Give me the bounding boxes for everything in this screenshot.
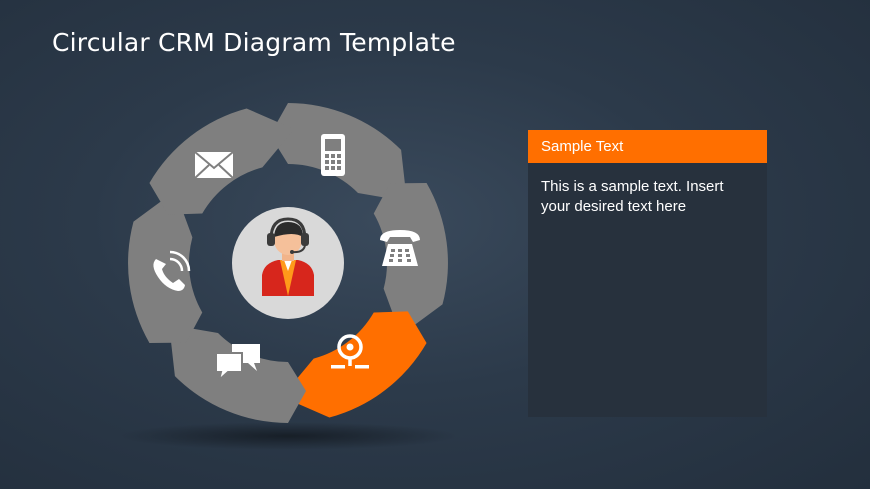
segment-chat[interactable] <box>169 324 306 423</box>
slide-title: Circular CRM Diagram Template <box>52 28 456 57</box>
phone-call-icon <box>153 250 191 291</box>
panel-body-text: This is a sample text. Insert your desir… <box>541 178 724 215</box>
chat-bubbles-icon <box>215 344 260 383</box>
segment-phone-call[interactable] <box>89 190 244 359</box>
location-pin-icon <box>331 334 369 369</box>
sample-text-panel: Sample Text This is a sample text. Inser… <box>528 130 767 417</box>
customer-support-agent-icon <box>262 217 314 296</box>
telephone-icon <box>380 230 420 266</box>
envelope-icon <box>194 151 234 179</box>
diagram-shadow <box>118 422 458 450</box>
mobile-phone-icon <box>321 134 345 176</box>
panel-header: Sample Text <box>528 130 767 163</box>
